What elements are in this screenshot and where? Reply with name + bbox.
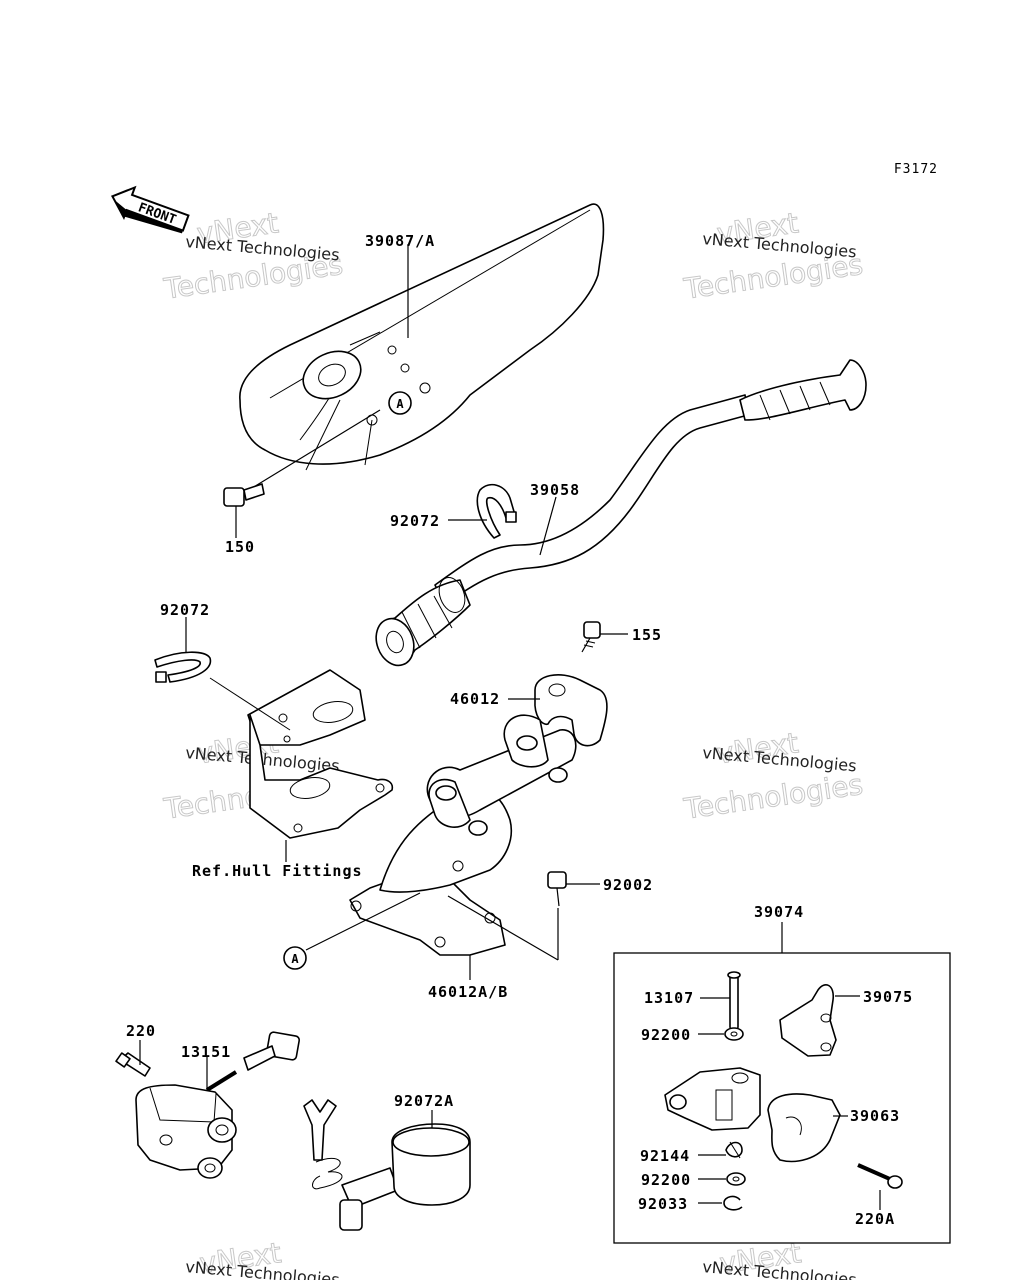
callout-220a: 220A	[855, 1210, 895, 1228]
bolt-155-part	[581, 621, 601, 653]
bolt-92002-part	[547, 871, 567, 907]
callout-92200-b: 92200	[641, 1171, 691, 1189]
ref-hull-fittings-note: Ref.Hull Fittings	[192, 862, 363, 880]
figure-code: F3172	[894, 162, 938, 177]
callout-92072-left: 92072	[160, 601, 210, 619]
bolt-220-part	[115, 1052, 151, 1077]
callout-92002: 92002	[603, 876, 653, 894]
hull-bracket-part	[209, 669, 394, 839]
throttle-case-part	[664, 1067, 761, 1131]
reference-a-bottom: A	[291, 952, 299, 966]
callout-13151: 13151	[181, 1043, 231, 1061]
callout-13107: 13107	[644, 989, 694, 1007]
circlip-92033-part	[723, 1195, 743, 1211]
callout-150: 150	[225, 538, 255, 556]
callout-39074: 39074	[754, 903, 804, 921]
callout-39063: 39063	[850, 1107, 900, 1125]
callout-39075: 39075	[863, 988, 913, 1006]
washer-92200-b-part	[726, 1172, 746, 1186]
handlebar-part	[375, 359, 867, 667]
callout-39058: 39058	[530, 481, 580, 499]
washer-92200-a-part	[724, 1027, 744, 1041]
callout-39087a: 39087/A	[365, 232, 435, 250]
callout-46012: 46012	[450, 690, 500, 708]
callout-92200-a: 92200	[641, 1026, 691, 1044]
callout-92033: 92033	[638, 1195, 688, 1213]
pin-13107-part	[727, 971, 741, 1031]
spring-92144-part	[725, 1141, 743, 1159]
steering-holder-part	[349, 714, 577, 956]
handlebar-clamp-part	[534, 674, 608, 747]
callout-155: 155	[632, 626, 662, 644]
front-arrow-icon: FRONT	[110, 185, 190, 234]
cover-39063-part	[767, 1093, 841, 1163]
handle-cover-part	[239, 203, 605, 471]
callout-92072-top: 92072	[390, 512, 440, 530]
bolt-150-part	[223, 483, 265, 507]
callout-92072a: 92072A	[394, 1092, 454, 1110]
reference-a-top: A	[396, 397, 404, 411]
callout-220: 220	[126, 1022, 156, 1040]
cable-tie-top-part	[476, 483, 517, 539]
lever-39075-part	[779, 984, 837, 1057]
callout-46012ab: 46012A/B	[428, 983, 508, 1001]
callout-92144: 92144	[640, 1147, 690, 1165]
cable-tie-left-part	[154, 651, 212, 683]
stop-switch-body-part	[135, 1084, 237, 1179]
screw-220a-part	[857, 1163, 903, 1189]
lanyard-clip-part	[303, 1099, 471, 1231]
watermark-technologies: Technologies	[681, 768, 865, 826]
switch-key-part	[243, 1031, 301, 1071]
